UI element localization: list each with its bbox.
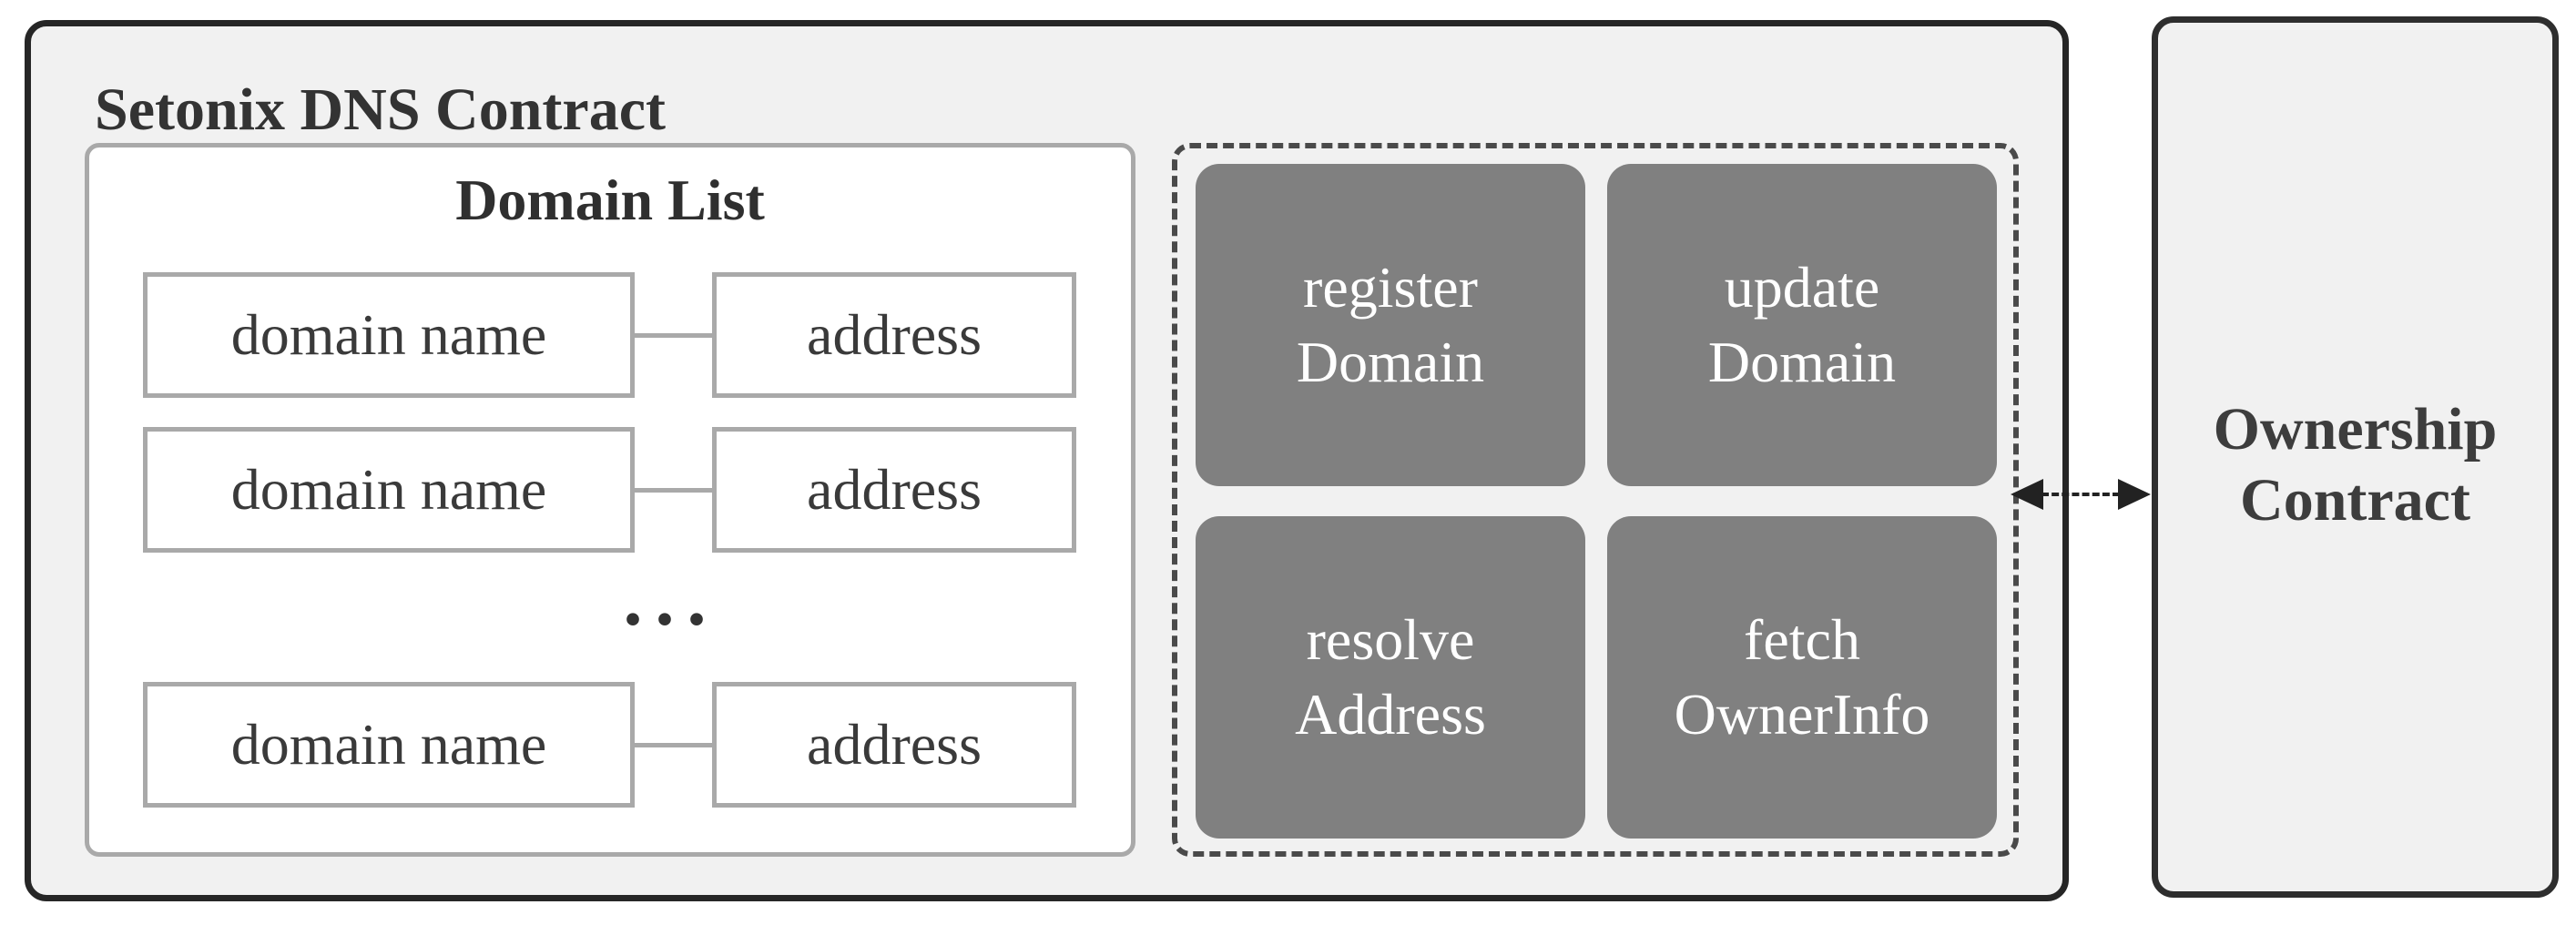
function-label-line2: Domain bbox=[1296, 330, 1485, 394]
bidirectional-arrow-line bbox=[2041, 493, 2120, 496]
ownership-title-line2: Contract bbox=[2240, 466, 2470, 534]
fetch-ownerinfo-function: fetch OwnerInfo bbox=[1607, 516, 1997, 839]
address-label: address bbox=[807, 457, 982, 522]
domain-list-panel: Domain List domain name address domain n… bbox=[85, 143, 1135, 857]
address-box: address bbox=[712, 427, 1076, 553]
function-label-line1: resolve bbox=[1306, 607, 1475, 673]
mapping-connector-line bbox=[635, 743, 712, 747]
address-box: address bbox=[712, 272, 1076, 398]
register-domain-function: register Domain bbox=[1196, 164, 1585, 486]
function-label-line1: fetch bbox=[1744, 607, 1860, 673]
arrowhead-left-icon bbox=[2011, 479, 2043, 510]
function-label-line2: OwnerInfo bbox=[1674, 682, 1930, 747]
dns-contract-title: Setonix DNS Contract bbox=[95, 76, 666, 143]
more-rows-ellipsis: ... bbox=[623, 557, 719, 642]
domain-name-box: domain name bbox=[143, 682, 635, 808]
update-domain-function: update Domain bbox=[1607, 164, 1997, 486]
function-label-line2: Domain bbox=[1707, 330, 1897, 394]
dns-functions-group: register Domain update Domain resolve Ad… bbox=[1172, 143, 2019, 857]
domain-list-heading: Domain List bbox=[455, 168, 765, 232]
address-box: address bbox=[712, 682, 1076, 808]
function-label-line1: update bbox=[1724, 255, 1880, 320]
arrowhead-right-icon bbox=[2118, 479, 2151, 510]
function-label-line1: register bbox=[1303, 255, 1478, 320]
domain-name-label: domain name bbox=[230, 457, 547, 522]
domain-name-label: domain name bbox=[230, 302, 547, 367]
ownership-contract-title: Ownership Contract bbox=[2158, 394, 2552, 536]
ownership-title-line1: Ownership bbox=[2213, 396, 2498, 462]
address-label: address bbox=[807, 302, 982, 367]
mapping-connector-line bbox=[635, 333, 712, 338]
domain-name-box: domain name bbox=[143, 427, 635, 553]
ownership-contract-box: Ownership Contract bbox=[2152, 16, 2559, 898]
mapping-connector-line bbox=[635, 488, 712, 493]
domain-name-box: domain name bbox=[143, 272, 635, 398]
function-label-line2: Address bbox=[1295, 682, 1486, 747]
address-label: address bbox=[807, 712, 982, 777]
dns-contract-box: Setonix DNS Contract Domain List domain … bbox=[25, 20, 2069, 901]
domain-name-label: domain name bbox=[230, 712, 547, 777]
resolve-address-function: resolve Address bbox=[1196, 516, 1585, 839]
